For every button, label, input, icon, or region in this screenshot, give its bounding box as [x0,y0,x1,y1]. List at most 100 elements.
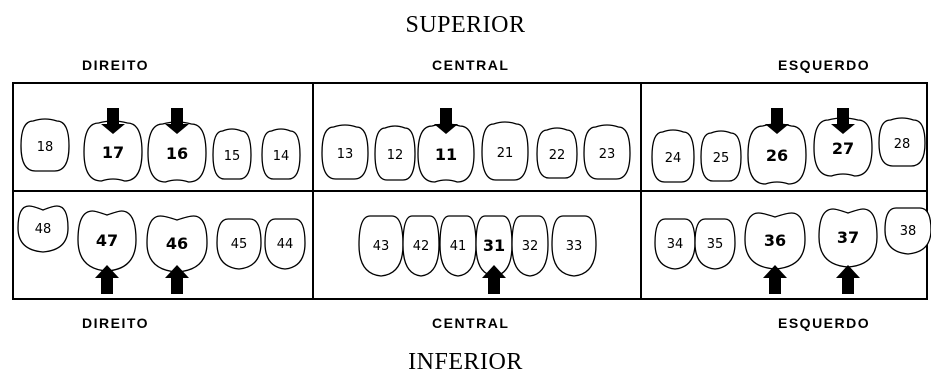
tooth-outline-33 [551,215,597,277]
tooth-outline-25 [700,130,742,182]
tooth-25: 25 [700,130,742,182]
tooth-number-36: 36 [764,231,786,250]
tooth-28: 28 [878,117,926,167]
tooth-outline-28 [878,117,926,167]
tooth-number-21: 21 [497,146,514,161]
tooth-16: 16 [147,108,207,183]
tooth-number-42: 42 [413,239,430,254]
title-superior: SUPERIOR [405,12,526,38]
title-inferior: INFERIOR [408,349,523,375]
section-label-esquerdo-top: ESQUERDO [778,57,871,73]
tooth-outline-17 [83,120,143,182]
tooth-outline-13 [321,124,369,180]
tooth-number-46: 46 [166,234,188,253]
tooth-35: 35 [694,218,736,270]
tooth-number-24: 24 [665,151,682,166]
tooth-outline-14 [261,128,301,180]
tooth-outline-16 [147,121,207,183]
tooth-outline-11 [417,123,475,183]
tooth-27: 27 [813,108,873,177]
tooth-21: 21 [481,121,529,181]
tooth-number-17: 17 [102,143,124,162]
tooth-24: 24 [651,129,695,183]
tooth-outline-42 [402,215,440,277]
tooth-33: 33 [551,215,597,277]
tooth-outline-18 [20,118,70,172]
arrow-icon-47 [95,265,119,294]
arrow-icon-16 [165,108,189,134]
tooth-47: 47 [77,210,137,294]
tooth-number-41: 41 [450,239,467,254]
tooth-15: 15 [212,128,252,180]
section-label-direito-bottom: DIREITO [82,315,150,331]
tooth-number-26: 26 [766,146,788,165]
tooth-number-47: 47 [96,231,118,250]
tooth-number-25: 25 [713,151,730,166]
tooth-number-18: 18 [37,140,54,155]
tooth-number-27: 27 [832,139,854,158]
tooth-outline-26 [747,123,807,185]
tooth-number-43: 43 [373,239,390,254]
tooth-32: 32 [511,215,549,277]
tooth-outline-23 [583,124,631,180]
section-label-central-bottom: CENTRAL [432,315,510,331]
tooth-number-44: 44 [277,237,294,252]
tooth-12: 12 [374,125,416,181]
arrow-icon-46 [165,265,189,294]
arrow-icon-37 [836,265,860,294]
tooth-36: 36 [744,212,806,294]
section-label-direito-top: DIREITO [82,57,150,73]
tooth-number-45: 45 [231,237,248,252]
tooth-number-35: 35 [707,237,724,252]
tooth-18: 18 [20,118,70,172]
tooth-number-12: 12 [387,148,404,163]
tooth-38: 38 [884,207,931,255]
tooth-outline-24 [651,129,695,183]
tooth-11: 11 [417,108,475,183]
tooth-number-33: 33 [566,239,583,254]
tooth-outline-12 [374,125,416,181]
tooth-outline-35 [694,218,736,270]
tooth-31: 31 [475,215,513,294]
tooth-number-34: 34 [667,237,684,252]
tooth-48: 48 [17,205,69,253]
tooth-number-31: 31 [483,236,505,255]
tooth-number-38: 38 [900,224,917,239]
tooth-14: 14 [261,128,301,180]
tooth-42: 42 [402,215,440,277]
tooth-outline-21 [481,121,529,181]
tooth-26: 26 [747,108,807,185]
tooth-23: 23 [583,124,631,180]
tooth-number-13: 13 [337,147,354,162]
tooth-outline-46 [146,215,208,273]
tooth-45: 45 [216,218,262,270]
arrow-icon-27 [831,108,855,134]
tooth-outline-38 [884,207,931,255]
tooth-number-16: 16 [166,144,188,163]
tooth-number-28: 28 [894,137,911,152]
arrow-icon-31 [482,265,506,294]
chart-frame [12,82,928,300]
tooth-outline-47 [77,210,137,272]
tooth-number-48: 48 [35,222,52,237]
tooth-22: 22 [536,127,578,179]
tooth-41: 41 [439,215,477,277]
tooth-outline-27 [813,117,873,177]
tooth-34: 34 [654,218,696,270]
tooth-outline-37 [818,208,878,268]
tooth-outline-48 [17,205,69,253]
tooth-outline-22 [536,127,578,179]
arrow-icon-36 [763,265,787,294]
tooth-46: 46 [146,215,208,294]
section-label-esquerdo-bottom: ESQUERDO [778,315,871,331]
tooth-number-23: 23 [599,147,616,162]
tooth-number-14: 14 [273,149,290,164]
tooth-number-22: 22 [549,148,566,163]
tooth-44: 44 [264,218,306,270]
tooth-number-37: 37 [837,228,859,247]
tooth-outline-44 [264,218,306,270]
tooth-outline-45 [216,218,262,270]
section-label-central-top: CENTRAL [432,57,510,73]
tooth-outline-15 [212,128,252,180]
